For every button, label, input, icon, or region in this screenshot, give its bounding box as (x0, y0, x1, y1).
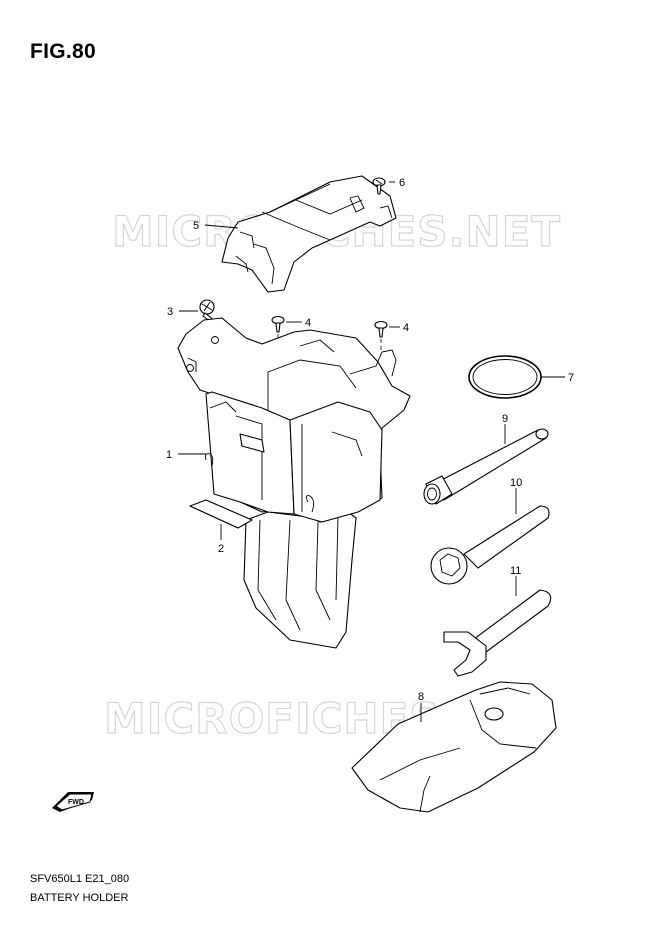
callout-2: 2 (218, 543, 224, 555)
callout-8: 8 (418, 691, 424, 703)
part-8-tool-bag[interactable] (351, 681, 557, 813)
part-1-battery-holder[interactable] (177, 317, 411, 649)
fwd-arrow-icon: FWD (52, 792, 94, 812)
leader-lines (178, 181, 565, 722)
part-6-screw[interactable] (372, 177, 386, 195)
footer-code: SFV650L1 E21_080 (30, 873, 130, 885)
part-5-upper-bracket[interactable] (221, 175, 397, 293)
callout-5: 5 (193, 220, 199, 232)
callout-4a: 4 (305, 317, 311, 329)
callout-9: 9 (502, 413, 508, 425)
callout-1: 1 (166, 449, 172, 461)
footer-name: BATTERY HOLDER (30, 892, 129, 904)
callout-4b: 4 (403, 322, 409, 334)
callout-11: 11 (510, 565, 521, 577)
part-11-c-spanner[interactable] (443, 589, 552, 677)
callout-6: 6 (399, 177, 405, 189)
callout-7: 7 (568, 372, 574, 384)
part-4-screw-b[interactable] (374, 320, 388, 353)
part-2-pad[interactable] (189, 499, 253, 529)
fwd-label: FWD (68, 799, 84, 806)
callout-10: 10 (510, 477, 522, 489)
part-7-o-ring[interactable] (468, 355, 542, 399)
part-9-socket-wrench[interactable] (423, 428, 549, 505)
part-10-ring-wrench[interactable] (430, 505, 550, 585)
figure-title: FIG.80 (30, 40, 96, 63)
callout-3: 3 (167, 306, 173, 318)
